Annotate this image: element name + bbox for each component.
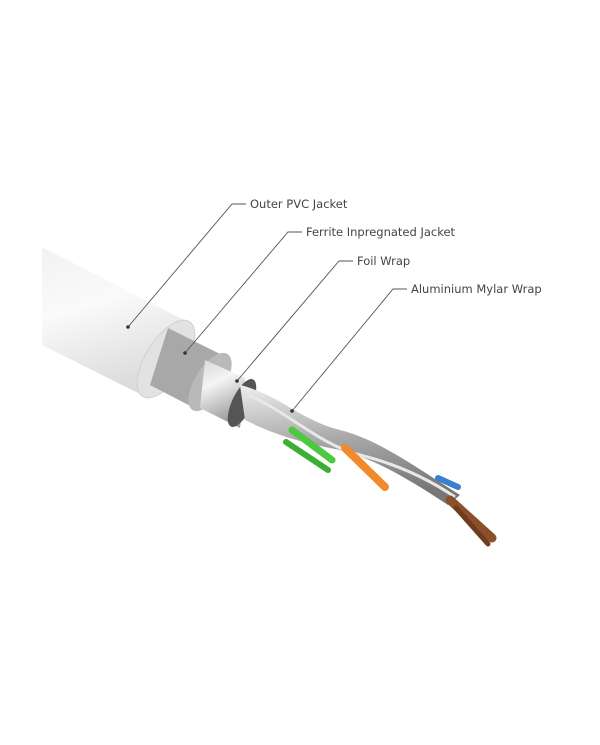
- marker-dot: [126, 325, 130, 329]
- label-outer-pvc-jacket: Outer PVC Jacket: [250, 197, 348, 211]
- leader-foil-wrap: [236, 260, 353, 382]
- brown-wire: [453, 505, 491, 547]
- label-ferrite-jacket: Ferrite Inpregnated Jacket: [306, 225, 456, 239]
- green-wire: [288, 426, 336, 464]
- label-aluminium-mylar-wrap: Aluminium Mylar Wrap: [411, 282, 542, 296]
- marker-dot: [290, 409, 294, 413]
- leader-lines: [127, 203, 407, 412]
- leader-mylar-wrap: [291, 288, 407, 412]
- marker-dot: [235, 379, 239, 383]
- green-wire: [283, 439, 331, 473]
- marker-dot: [183, 351, 187, 355]
- label-foil-wrap: Foil Wrap: [357, 254, 411, 268]
- twisted-pairs: [240, 385, 497, 547]
- leader-outer-jacket: [127, 203, 246, 328]
- leader-ferrite-jacket: [184, 231, 302, 354]
- blue-wire: [435, 475, 461, 490]
- orange-wire: [341, 444, 389, 491]
